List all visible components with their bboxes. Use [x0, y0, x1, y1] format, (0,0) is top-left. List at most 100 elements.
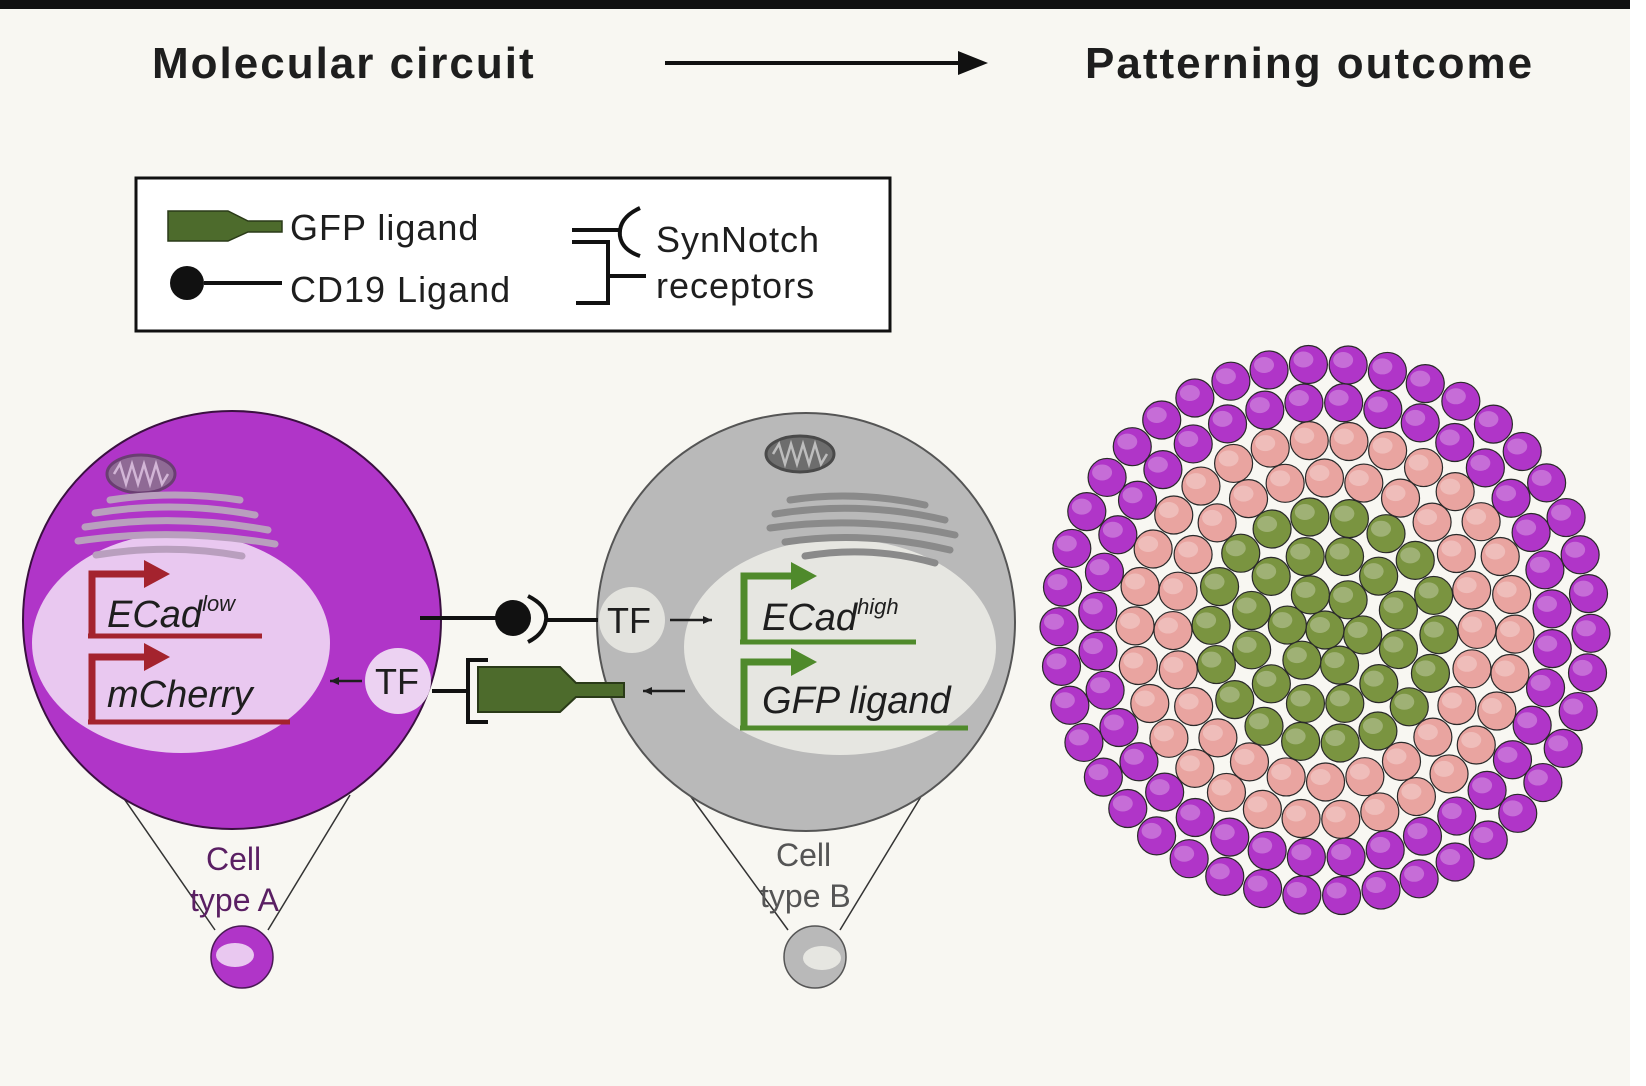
mcherry-gene-label: mCherry: [107, 674, 255, 716]
spheroid-cell: [1117, 480, 1158, 520]
spheroid-cell: [1108, 788, 1148, 829]
cell-b-label-line1: Cell: [776, 837, 831, 873]
molecular-circuit-title: Molecular circuit: [152, 39, 536, 88]
spheroid-cell: [1067, 492, 1107, 532]
spheroid-cell: [1568, 574, 1609, 614]
gfp-ligand-legend-label: GFP ligand: [290, 207, 479, 248]
spheroid-cell: [1133, 529, 1173, 569]
spheroid-cell: [1399, 859, 1439, 899]
spheroid-cell: [1050, 685, 1090, 725]
cell-a-tf-label: TF: [375, 661, 419, 702]
spheroid-cell: [1198, 718, 1238, 758]
spheroid-cell: [1405, 364, 1445, 404]
spheroid-cell: [1435, 471, 1475, 512]
spheroid-cell: [1085, 670, 1125, 710]
top-border: [0, 0, 1646, 9]
spheroid-cell: [1196, 644, 1236, 685]
spheroid-cell: [1119, 742, 1159, 782]
spheroid-cell: [1229, 742, 1270, 782]
spheroid-cell: [1158, 650, 1198, 690]
spheroid-cell: [1452, 570, 1492, 610]
spheroid-cell: [1319, 645, 1360, 685]
cell-b-nucleus: [684, 539, 996, 755]
spheroid-cell: [1378, 590, 1418, 630]
right-border: [1630, 0, 1646, 1086]
patterned-spheroid: [1039, 344, 1611, 916]
spheroid-cell: [1281, 798, 1321, 839]
spheroid-cell: [1345, 757, 1385, 797]
spheroid-cell: [1158, 571, 1198, 611]
spheroid-cell: [1378, 629, 1419, 670]
spheroid-cell: [1175, 378, 1215, 418]
spheroid-cell: [1145, 772, 1185, 812]
spheroid-cell: [1099, 707, 1139, 748]
spheroid-cell: [1410, 653, 1451, 693]
spheroid-cell: [1242, 868, 1283, 909]
spheroid-cell: [1174, 686, 1214, 727]
spheroid-cell: [1546, 497, 1586, 538]
spheroid-cell: [1052, 528, 1092, 569]
spheroid-cell: [1242, 789, 1282, 829]
spheroid-cell: [1215, 680, 1255, 720]
spheroid-cell: [1267, 605, 1307, 645]
spheroid-cell: [1367, 351, 1408, 392]
spheroid-cell: [1304, 458, 1345, 498]
mitochondrion-icon: [105, 453, 177, 495]
spheroid-cell: [1326, 837, 1366, 877]
spheroid-cell: [1527, 463, 1567, 503]
spheroid-cell: [1452, 649, 1492, 689]
spheroid-cell: [1441, 381, 1481, 421]
spheroid-cell: [1282, 875, 1322, 915]
spheroid-cell: [1251, 664, 1291, 704]
spheroid-cell: [1078, 591, 1118, 631]
spheroid-cell: [1437, 685, 1477, 726]
golgi-icon: [766, 492, 959, 567]
cell-b-tf-circle: [599, 587, 665, 653]
spheroid-cell: [1532, 629, 1572, 669]
spheroid-cell: [1285, 683, 1326, 724]
spheroid-cell: [1205, 856, 1245, 896]
spheroid-cell: [1456, 725, 1496, 765]
spheroid-cell: [1078, 631, 1118, 671]
spheroid-cell: [1173, 424, 1213, 464]
cell-type-b: ECadhigh GFP ligand TF Cell type B: [596, 412, 1016, 989]
cell-a-label-line1: Cell: [206, 841, 261, 877]
synnotch-legend-line1: SynNotch: [656, 219, 820, 260]
gfp-synnotch-interaction: [432, 658, 625, 724]
spheroid-cell: [1286, 837, 1326, 877]
spheroid-cell: [1567, 653, 1608, 693]
gfp-ligand-gene-label: GFP ligand: [762, 680, 953, 722]
spheroid-cell: [1512, 705, 1552, 745]
spheroid-cell: [1468, 820, 1508, 860]
spheroid-cell: [1143, 450, 1183, 490]
spheroid-cell: [1359, 556, 1399, 596]
spheroid-cell: [1402, 816, 1443, 856]
spheroid-cell: [1130, 683, 1170, 724]
ecad-high-gene-label: ECadhigh: [762, 594, 899, 639]
spheroid-cell: [1359, 664, 1399, 704]
spheroid-cell: [1087, 457, 1127, 498]
spheroid-cell: [1265, 463, 1305, 503]
spheroid-cell: [1412, 502, 1452, 542]
spheroid-cell: [1396, 776, 1437, 817]
spheroid-cell: [1169, 839, 1209, 879]
cd19-synnotch-interaction: [420, 594, 598, 644]
spheroid-cell: [1543, 728, 1583, 768]
spheroid-cell: [1244, 706, 1284, 746]
spheroid-cell: [1360, 792, 1400, 832]
spheroid-cell: [1289, 421, 1329, 461]
spheroid-cell: [1112, 427, 1152, 467]
spheroid-cell: [1247, 830, 1287, 871]
spheroid-cell: [1191, 605, 1231, 645]
cell-a-nucleus: [32, 533, 330, 753]
spheroid-cell: [1368, 431, 1408, 471]
spheroid-cell: [1532, 589, 1572, 629]
spheroid-cell: [1284, 383, 1324, 423]
spheroid-cell: [1437, 796, 1477, 836]
spheroid-cell: [1282, 640, 1322, 680]
spheroid-cell: [1266, 757, 1306, 797]
ecad-high-promoter-icon: [740, 562, 916, 645]
spheroid-cell: [1389, 687, 1429, 727]
spheroid-cell: [1039, 607, 1079, 647]
